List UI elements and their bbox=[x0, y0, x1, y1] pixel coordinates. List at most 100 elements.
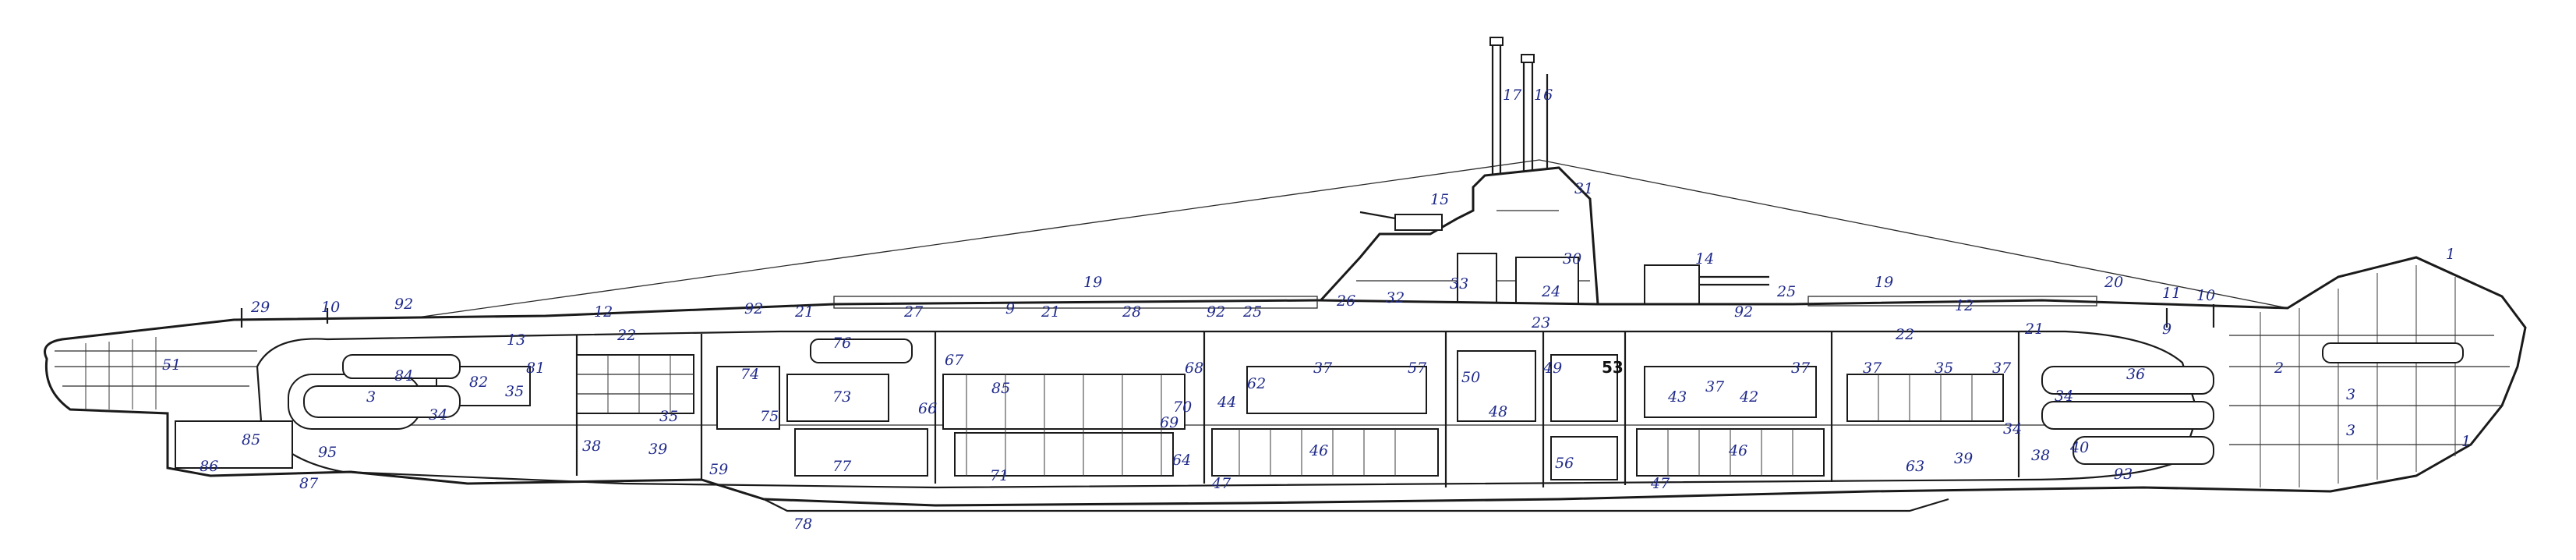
callout-51: 51 bbox=[162, 356, 181, 374]
battery-aft bbox=[1211, 366, 1439, 477]
callout-73: 73 bbox=[832, 388, 851, 406]
callout-34: 34 bbox=[2055, 388, 2073, 405]
callout-57: 57 bbox=[1408, 360, 1427, 377]
callout-32: 32 bbox=[1386, 289, 1405, 307]
callout-71: 71 bbox=[990, 467, 1009, 484]
callout-92: 92 bbox=[744, 300, 763, 317]
callout-28: 28 bbox=[1122, 303, 1141, 321]
callout-15: 15 bbox=[1430, 191, 1449, 208]
callout-59: 59 bbox=[709, 461, 728, 478]
engine-room-aft bbox=[942, 374, 1186, 477]
callout-77: 77 bbox=[832, 458, 852, 475]
callout-37: 37 bbox=[1705, 378, 1725, 395]
callout-92: 92 bbox=[1734, 303, 1753, 321]
callout-21: 21 bbox=[1041, 303, 1060, 321]
callout-21: 21 bbox=[2024, 321, 2044, 338]
callout-9: 9 bbox=[2162, 321, 2171, 338]
callout-30: 30 bbox=[1563, 250, 1581, 268]
callout-24: 24 bbox=[1541, 283, 1560, 300]
callout-37: 37 bbox=[1992, 360, 2012, 377]
callout-47: 47 bbox=[1211, 475, 1231, 492]
callout-38: 38 bbox=[582, 438, 601, 455]
callout-53: 53 bbox=[1602, 358, 1624, 377]
callout-38: 38 bbox=[2031, 447, 2050, 464]
periscope-masts bbox=[1489, 37, 1549, 207]
callout-85: 85 bbox=[991, 380, 1010, 397]
callout-81: 81 bbox=[526, 360, 545, 377]
callout-17: 17 bbox=[1503, 87, 1522, 104]
maneuvering-room bbox=[716, 338, 928, 477]
callout-23: 23 bbox=[1531, 314, 1550, 331]
control-room bbox=[1457, 350, 1618, 480]
callout-3: 3 bbox=[366, 388, 376, 406]
callout-86: 86 bbox=[200, 458, 218, 475]
callout-12: 12 bbox=[594, 303, 613, 321]
callout-3: 3 bbox=[2346, 386, 2355, 403]
callout-19: 19 bbox=[1083, 274, 1102, 291]
callout-92: 92 bbox=[1207, 303, 1225, 321]
callout-62: 62 bbox=[1247, 375, 1266, 392]
callout-37: 37 bbox=[1863, 360, 1882, 377]
callout-49: 49 bbox=[1542, 360, 1562, 377]
callout-20: 20 bbox=[2104, 274, 2123, 291]
crew-berthing-forward bbox=[1846, 374, 2004, 422]
keel bbox=[763, 498, 1949, 512]
callout-43: 43 bbox=[1667, 388, 1687, 406]
aft-torpedo-tubes bbox=[303, 354, 461, 418]
callout-36: 36 bbox=[2126, 366, 2145, 383]
callout-46: 46 bbox=[1309, 442, 1328, 459]
callout-46: 46 bbox=[1728, 442, 1747, 459]
deck-gun-aft bbox=[1359, 211, 1443, 231]
callout-35: 35 bbox=[659, 408, 678, 425]
callout-13: 13 bbox=[507, 331, 525, 349]
callout-1: 1 bbox=[2446, 246, 2455, 263]
callout-68: 68 bbox=[1185, 360, 1203, 377]
callout-2: 2 bbox=[2274, 360, 2284, 377]
callout-85: 85 bbox=[242, 431, 260, 448]
callout-12: 12 bbox=[1955, 297, 1974, 314]
callout-40: 40 bbox=[2069, 439, 2089, 456]
callout-39: 39 bbox=[648, 441, 667, 458]
callout-26: 26 bbox=[1336, 292, 1355, 310]
callout-labels: 1 1 2 3 3 3 9 9 10 10 11 12 12 13 14 15 … bbox=[162, 87, 2471, 533]
callout-92: 92 bbox=[394, 296, 413, 313]
forward-torpedo-tubes bbox=[2041, 366, 2214, 465]
callout-42: 42 bbox=[1739, 388, 1758, 406]
crew-berthing-aft bbox=[576, 354, 694, 414]
callout-47: 47 bbox=[1650, 475, 1670, 492]
callout-10: 10 bbox=[321, 299, 340, 316]
callout-21: 21 bbox=[794, 303, 814, 321]
callout-29: 29 bbox=[250, 299, 270, 316]
callout-11: 11 bbox=[2162, 285, 2181, 302]
callout-10: 10 bbox=[2196, 287, 2215, 304]
callout-34: 34 bbox=[429, 406, 447, 424]
conning-tower bbox=[1314, 166, 1599, 309]
callout-93: 93 bbox=[2114, 466, 2133, 483]
callout-70: 70 bbox=[1173, 399, 1192, 416]
callout-37: 37 bbox=[1313, 360, 1333, 377]
callout-76: 76 bbox=[832, 335, 851, 352]
callout-35: 35 bbox=[505, 383, 524, 400]
callout-74: 74 bbox=[740, 366, 759, 383]
callout-3: 3 bbox=[2346, 422, 2355, 439]
callout-27: 27 bbox=[903, 303, 924, 321]
callout-50: 50 bbox=[1461, 369, 1480, 386]
callout-78: 78 bbox=[793, 516, 812, 533]
callout-64: 64 bbox=[1172, 452, 1191, 469]
callout-1: 1 bbox=[2461, 433, 2471, 450]
callout-35: 35 bbox=[1935, 360, 1953, 377]
callout-31: 31 bbox=[1574, 180, 1593, 197]
callout-25: 25 bbox=[1242, 303, 1262, 321]
callout-63: 63 bbox=[1906, 458, 1924, 475]
callout-75: 75 bbox=[760, 408, 779, 425]
deck-superstructure bbox=[833, 296, 2097, 309]
callout-82: 82 bbox=[469, 374, 488, 391]
callout-34: 34 bbox=[2003, 420, 2022, 438]
callout-19: 19 bbox=[1875, 274, 1893, 291]
callout-67: 67 bbox=[945, 352, 964, 369]
callout-9: 9 bbox=[1005, 300, 1015, 317]
callout-84: 84 bbox=[394, 367, 413, 385]
callout-87: 87 bbox=[299, 475, 319, 492]
